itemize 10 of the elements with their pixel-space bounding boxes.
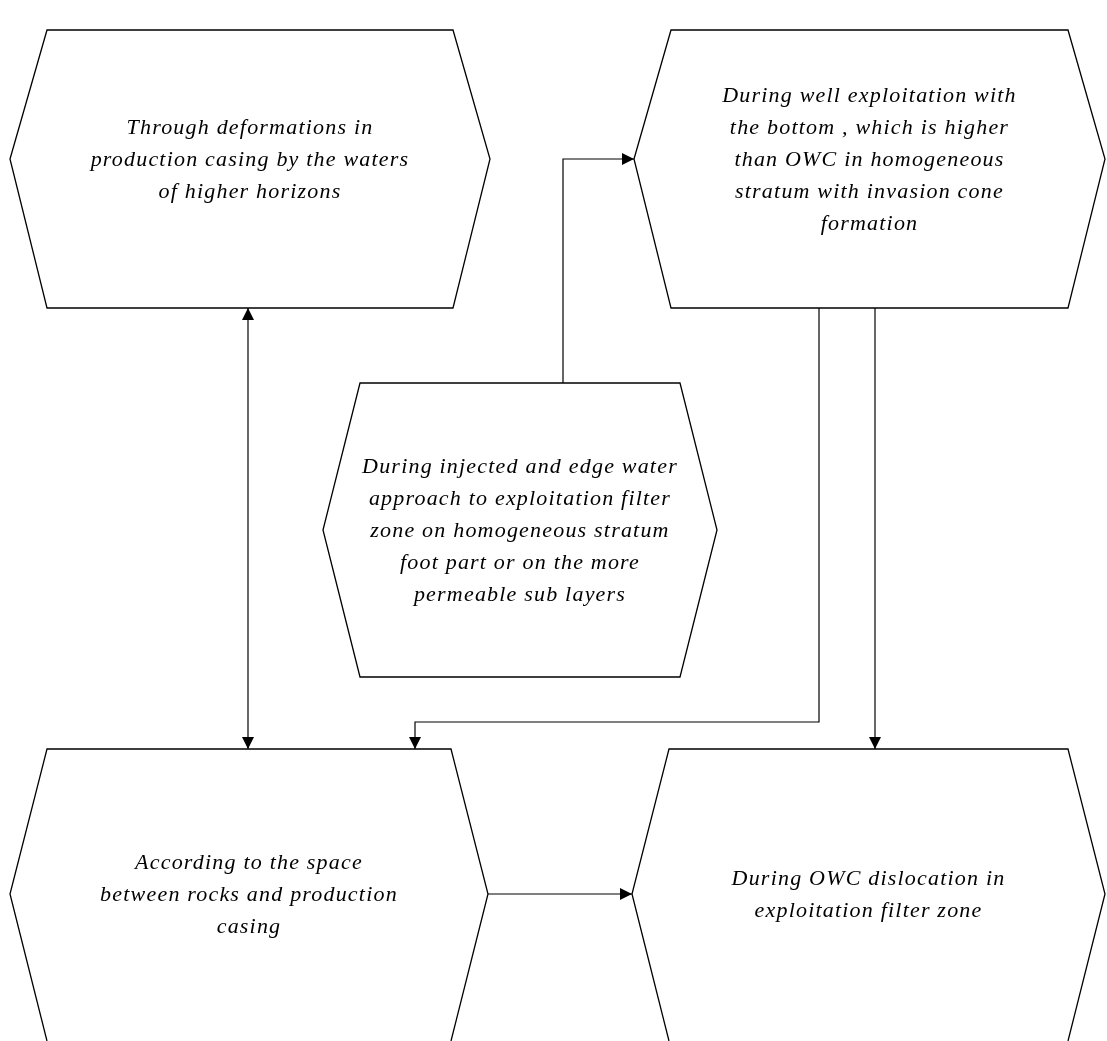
- node-text: According to the space between rocks and production casing: [99, 848, 399, 940]
- node-text: During OWC dislocation in exploitation filter zone: [730, 864, 1007, 924]
- arrow: [242, 307, 254, 750]
- arrow: [409, 307, 820, 750]
- node-text: During injected and edge water approach to exploitation filter zone on homogeneous stratum foot part or on the more permeable sub layers: [361, 452, 679, 608]
- arrow: [487, 888, 633, 900]
- arrow: [562, 153, 635, 384]
- node-text: During well exploitation with the bottom , which is higher than OWC in homogeneous stratum with invasion cone formation: [721, 81, 1018, 237]
- node-text: Through deformations in production casing by the waters of higher horizons: [88, 113, 411, 205]
- arrow: [869, 307, 881, 750]
